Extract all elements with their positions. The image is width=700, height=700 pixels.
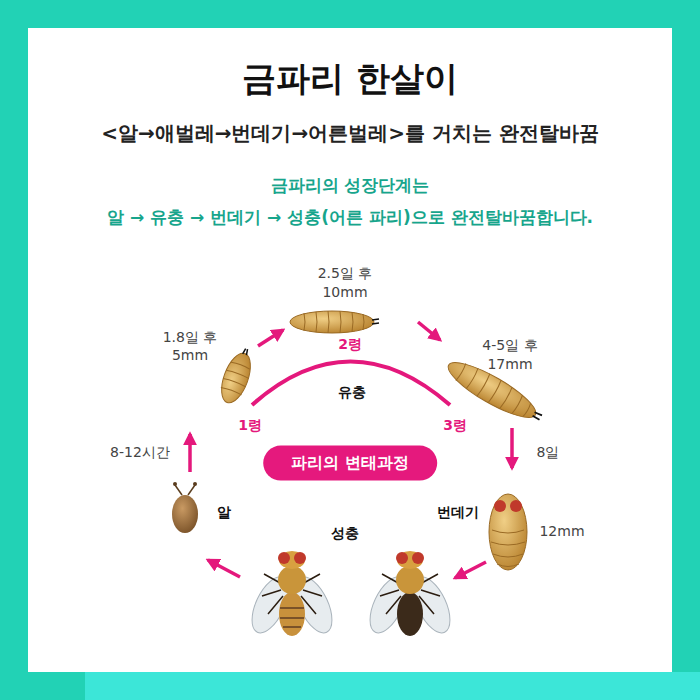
- intro-line: 금파리의 성장단계는: [271, 175, 430, 195]
- pupa-figure-part: [489, 494, 527, 570]
- instar-label: 3령: [443, 417, 467, 434]
- egg-figure-part: [188, 485, 195, 495]
- pupa-figure: [489, 494, 527, 570]
- stage-arrows-part: [418, 322, 440, 340]
- larva-first-part: [220, 361, 252, 396]
- adult-fly-left-part: [279, 551, 305, 569]
- adult-fly-right-part: [412, 552, 424, 564]
- larva-second-part: [304, 311, 364, 333]
- adult-fly-right-part: [397, 551, 423, 569]
- larva-first-part: [243, 348, 249, 355]
- day-note: 4-5일 후: [482, 337, 537, 354]
- egg-figure-part: [175, 485, 182, 495]
- title-text: 금파리 한살이: [242, 58, 458, 99]
- larva-first-part: [216, 349, 256, 406]
- stage-label: 알: [217, 504, 231, 521]
- size-note: 12mm: [539, 523, 584, 540]
- stage-label: 성충: [331, 525, 359, 542]
- subtitle-text: <알→애벌레→번데기→어른벌레>를 거치는 완전탈바꿈: [101, 121, 599, 145]
- day-note: 2.5일 후: [318, 265, 373, 282]
- adult-fly-left: [245, 551, 340, 638]
- adult-fly-right-part: [396, 552, 408, 564]
- stage-arrows-part: [188, 434, 192, 472]
- day-note: 1.8일 후: [163, 329, 218, 346]
- adult-fly-left-part: [278, 566, 306, 594]
- larva-second-part: [372, 319, 379, 324]
- larva-third-part: [533, 411, 542, 419]
- instar-label: 1령: [238, 417, 262, 434]
- egg-figure-part: [193, 482, 197, 486]
- larva-third-part: [442, 354, 542, 427]
- size-note: 5mm: [172, 347, 208, 364]
- larva-second-part: [290, 311, 374, 333]
- egg-figure-part: [173, 482, 177, 486]
- intro-line: 알 → 유충 → 번데기 → 성충(어른 파리)으로 완전탈바꿈합니다.: [107, 207, 593, 227]
- pupa-figure-part: [494, 500, 506, 512]
- adult-fly-right: [363, 551, 458, 638]
- stage-arrows-part: [510, 428, 514, 468]
- adult-fly-left-part: [294, 552, 306, 564]
- instar-label: 2령: [338, 336, 362, 353]
- adult-fly-right-part: [397, 592, 423, 636]
- stage-label: 번데기: [437, 504, 479, 521]
- bottom-strip: [85, 672, 700, 700]
- adult-fly-left-part: [278, 552, 290, 564]
- larva-first: [216, 345, 258, 407]
- egg-figure: [172, 482, 198, 533]
- stage-label: 유충: [338, 384, 366, 401]
- time-note: 8일: [537, 444, 560, 461]
- stage-arrows: [190, 322, 512, 578]
- egg-figure-part: [172, 495, 198, 533]
- stage-arrows-part: [208, 560, 240, 577]
- larva-arc: [252, 362, 450, 406]
- adult-fly-left-part: [279, 592, 305, 636]
- adult-fly-right-part: [396, 566, 424, 594]
- adult-fly-left-part: [280, 608, 304, 627]
- pupa-figure-part: [510, 500, 522, 512]
- pupa-figure-part: [491, 530, 525, 567]
- time-note: 8-12시간: [110, 444, 170, 461]
- pill-text: 파리의 변태과정: [291, 453, 409, 474]
- size-note: 10mm: [322, 284, 367, 301]
- process-pill: 파리의 변태과정: [263, 446, 437, 481]
- size-note: 17mm: [487, 356, 532, 373]
- stage-arrows-part: [455, 562, 486, 578]
- larva-second: [290, 311, 379, 333]
- stage-arrows-part: [258, 330, 283, 346]
